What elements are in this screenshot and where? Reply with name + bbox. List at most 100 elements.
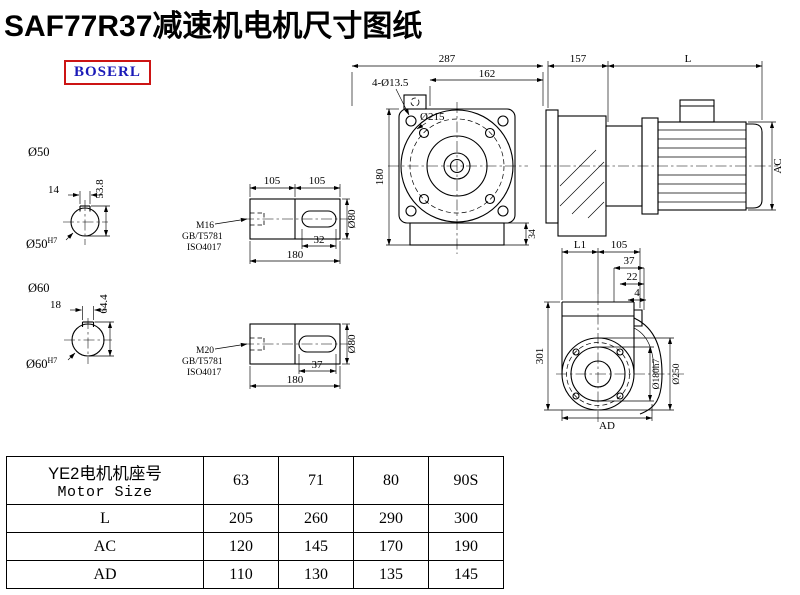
row-AC-value-0: 120 bbox=[203, 532, 279, 561]
dim-301: 301 bbox=[534, 348, 546, 365]
dim-foot: 34 bbox=[528, 229, 538, 239]
dim-key-len: 37 bbox=[312, 359, 324, 371]
flange-hole bbox=[616, 392, 624, 400]
flange-hole bbox=[484, 193, 496, 205]
flange-hole bbox=[572, 392, 580, 400]
output-flange-view: L1 105 37 22 4 301 Ø180h7 Ø250 AD bbox=[534, 239, 684, 432]
row-AC-value-1: 145 bbox=[278, 532, 354, 561]
shaft50-key-height: 53.8 bbox=[94, 179, 106, 199]
size-column-1: 71 bbox=[278, 456, 354, 505]
terminal-box bbox=[679, 99, 715, 123]
dim-total-width: 287 bbox=[439, 53, 456, 65]
housing-foot bbox=[409, 222, 505, 246]
dim-bolt-holes: 4-Ø13.5 bbox=[372, 77, 409, 89]
mounting-hole bbox=[405, 115, 417, 127]
mounting-hole bbox=[497, 115, 509, 127]
row-L-label: L bbox=[6, 504, 204, 533]
flange-hole bbox=[572, 348, 580, 356]
top-lug bbox=[403, 94, 427, 110]
output-spigot-circle bbox=[570, 346, 626, 402]
size-column-3: 90S bbox=[428, 456, 504, 505]
dim-shaft-dia: Ø80 bbox=[346, 334, 358, 353]
keyway-slot bbox=[298, 335, 337, 353]
row-AC-value-3: 190 bbox=[428, 532, 504, 561]
shaft60-key-height: 64.4 bbox=[98, 294, 110, 314]
page-title: SAF77R37减速机电机尺寸图纸 bbox=[4, 10, 423, 43]
shaft60-bore-circle bbox=[71, 323, 105, 357]
shaft50-bore-circle bbox=[70, 207, 100, 237]
dim-motor-length: L bbox=[685, 53, 692, 65]
row-AD-label: AD bbox=[6, 560, 204, 589]
motor-size-table: YE2电机机座号 Motor Size 63 71 80 90S L 205 2… bbox=[6, 456, 504, 589]
flange-circle bbox=[400, 109, 514, 223]
shaft60-key-width: 18 bbox=[50, 299, 62, 311]
brand-logo: BOSERL bbox=[64, 60, 151, 85]
size-column-2: 80 bbox=[353, 456, 429, 505]
shaft-view-m20: 37 180 Ø80 M20 GB/T5781 ISO4017 bbox=[182, 323, 358, 389]
flange-hole bbox=[418, 127, 430, 139]
output-bore bbox=[584, 360, 612, 388]
shaft-end-view-60: Ø60 18 64.4 Ø60H7 bbox=[26, 281, 114, 371]
row-L-value-3: 300 bbox=[428, 504, 504, 533]
row-AD-value-1: 130 bbox=[278, 560, 354, 589]
row-AD-value-2: 135 bbox=[353, 560, 429, 589]
shaft50-dia-label: Ø50 bbox=[28, 145, 50, 159]
input-bore bbox=[443, 152, 471, 180]
output-flange-circle bbox=[561, 337, 635, 411]
mounting-hole bbox=[405, 205, 417, 217]
row-AC-value-2: 170 bbox=[353, 532, 429, 561]
shaft50-fit-value: Ø50 bbox=[26, 237, 48, 251]
dim-22: 22 bbox=[627, 271, 638, 283]
row-AD-value-0: 110 bbox=[203, 560, 279, 589]
row-L-value-1: 260 bbox=[278, 504, 354, 533]
flange-hole bbox=[484, 127, 496, 139]
row-AC-label: AC bbox=[6, 532, 204, 561]
shaft-end-view-50: Ø50 14 53.8 Ø50H7 bbox=[26, 145, 110, 251]
shaft50-fit-label: Ø50H7 bbox=[26, 236, 57, 251]
row-AD-value-3: 145 bbox=[428, 560, 504, 589]
dim-gearbox-length: 157 bbox=[570, 53, 587, 65]
dim-key-len: 32 bbox=[314, 234, 325, 246]
dim-height: 180 bbox=[374, 168, 386, 185]
thread-callout: M16 bbox=[196, 221, 214, 231]
dim-flange-dia: Ø250 bbox=[672, 363, 682, 384]
dim-4: 4 bbox=[634, 287, 640, 299]
output-flange-plate bbox=[545, 109, 559, 224]
front-view: 287 162 4-Ø13.5 Ø215 180 34 bbox=[351, 53, 544, 254]
table-header-row: YE2电机机座号 Motor Size 63 71 80 90S bbox=[6, 456, 504, 505]
dim-105: 105 bbox=[611, 239, 628, 251]
flange-hole bbox=[616, 348, 624, 356]
mounting-hole bbox=[497, 205, 509, 217]
standard-iso: ISO4017 bbox=[187, 368, 222, 378]
table-row-AC: AC 120 145 170 190 bbox=[6, 532, 504, 561]
dim-motor-height: AC bbox=[772, 158, 784, 173]
dim-total-len: 180 bbox=[287, 249, 304, 261]
dim-shaft-dia: Ø80 bbox=[346, 209, 358, 228]
dim-flange-dia: Ø215 bbox=[420, 111, 445, 123]
shaft60-dia-label: Ø60 bbox=[28, 281, 50, 295]
output-bolt-circle bbox=[566, 342, 630, 406]
shaft50-fit-tolerance: H7 bbox=[48, 236, 58, 245]
dim-ad: AD bbox=[599, 420, 615, 432]
table-row-AD: AD 110 130 135 145 bbox=[6, 560, 504, 589]
gear-housing-side bbox=[557, 115, 607, 237]
dim-37: 37 bbox=[624, 255, 636, 267]
standard-iso: ISO4017 bbox=[187, 243, 222, 253]
bolt-circle bbox=[409, 118, 505, 214]
shaft60-fit-value: Ø60 bbox=[26, 357, 48, 371]
side-view: 157 L AC bbox=[540, 53, 784, 237]
flange-hole bbox=[418, 193, 430, 205]
dim-flange-width: 162 bbox=[479, 68, 496, 80]
table-row-L: L 205 260 290 300 bbox=[6, 504, 504, 533]
standard-gb: GB/T5781 bbox=[182, 232, 223, 242]
row-L-value-0: 205 bbox=[203, 504, 279, 533]
dim-len1: 105 bbox=[264, 175, 281, 187]
dim-l1: L1 bbox=[574, 239, 586, 251]
shaft-view-m16: 105 105 32 180 Ø80 M16 GB/T5781 ISO4017 bbox=[182, 175, 358, 264]
motor-size-header-cell: YE2电机机座号 Motor Size bbox=[6, 456, 204, 505]
fan-cowl bbox=[746, 123, 763, 209]
size-column-0: 63 bbox=[203, 456, 279, 505]
shaft60-fit-label: Ø60H7 bbox=[26, 356, 57, 371]
shaft50-key-width: 14 bbox=[48, 184, 60, 196]
